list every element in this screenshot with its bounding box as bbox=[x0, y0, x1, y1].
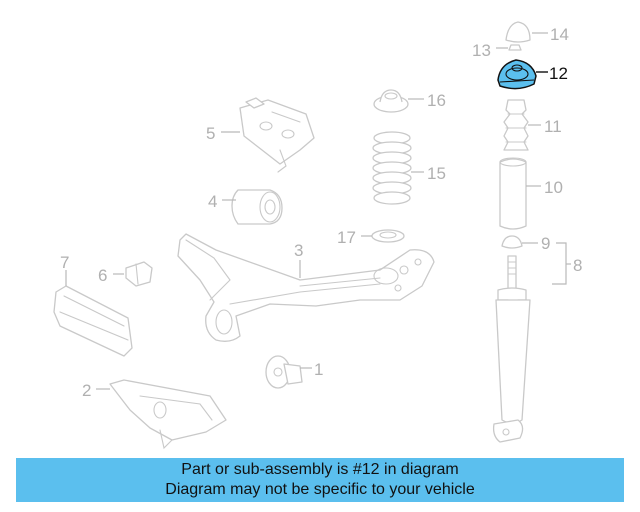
bracket-8 bbox=[552, 242, 571, 285]
callout-13: 13 bbox=[472, 41, 491, 60]
callout-9: 9 bbox=[541, 234, 550, 253]
info-banner: Part or sub-assembly is #12 in diagram D… bbox=[16, 458, 624, 502]
shock-absorber bbox=[492, 255, 531, 443]
callout-11: 11 bbox=[544, 117, 562, 136]
callout-6: 6 bbox=[98, 266, 107, 285]
callout-5: 5 bbox=[206, 124, 215, 143]
callout-7: 7 bbox=[60, 253, 69, 272]
part-3-axle-beam bbox=[177, 233, 435, 342]
part-1-hub bbox=[265, 355, 312, 389]
callout-17: 17 bbox=[337, 228, 356, 247]
part-11-bellows bbox=[503, 99, 541, 151]
callout-10: 10 bbox=[544, 178, 563, 197]
banner-line-2: Diagram may not be specific to your vehi… bbox=[165, 481, 475, 498]
part-14-cap bbox=[505, 21, 548, 43]
callout-2: 2 bbox=[82, 381, 91, 400]
part-16-spring-seat bbox=[373, 89, 424, 113]
callout-3: 3 bbox=[294, 241, 303, 260]
callout-14: 14 bbox=[550, 25, 569, 44]
part-9-washer bbox=[501, 235, 538, 249]
callout-4: 4 bbox=[208, 192, 217, 211]
callout-1: 1 bbox=[314, 360, 323, 379]
part-12-strut-mount bbox=[497, 59, 548, 90]
banner-line-1: Part or sub-assembly is #12 in diagram bbox=[181, 461, 459, 478]
part-7-shield bbox=[53, 270, 133, 357]
callout-8: 8 bbox=[573, 256, 582, 275]
part-17-ring bbox=[361, 229, 405, 243]
part-5-bracket bbox=[221, 97, 315, 173]
part-15-coil-spring bbox=[372, 131, 424, 205]
callout-12: 12 bbox=[549, 64, 568, 83]
part-6-clip bbox=[113, 261, 153, 287]
part-2-lower-bracket bbox=[96, 379, 227, 450]
callout-16: 16 bbox=[427, 91, 446, 110]
part-10-tube bbox=[499, 157, 541, 230]
callout-15: 15 bbox=[427, 164, 446, 183]
part-4-bushing bbox=[222, 189, 283, 225]
part-13-nut bbox=[496, 44, 522, 51]
